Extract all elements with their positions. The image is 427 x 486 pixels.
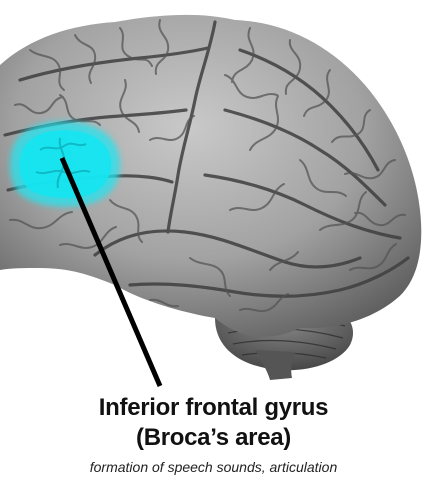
region-name-label: Inferior frontal gyrus bbox=[0, 394, 427, 422]
region-alias-label: (Broca’s area) bbox=[0, 424, 427, 452]
region-function-label: formation of speech sounds, articulation bbox=[0, 459, 427, 475]
